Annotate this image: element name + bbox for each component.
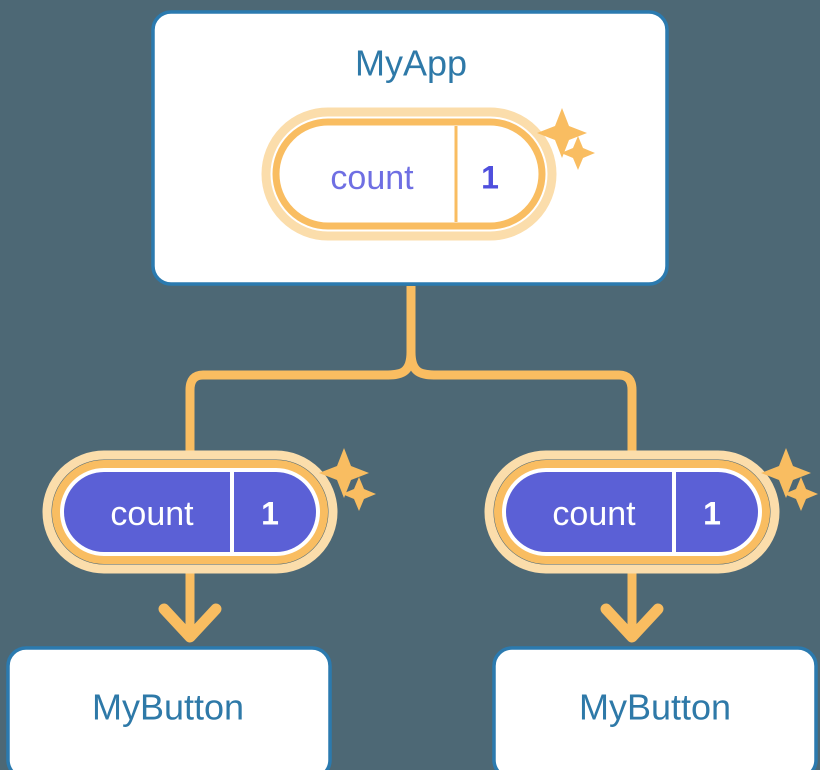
root-pill-glow-ring <box>261 107 557 241</box>
left-pill-fill <box>64 472 316 552</box>
connector-branch-left <box>185 351 416 455</box>
root-pill-value: 1 <box>481 159 499 195</box>
left-state-pill[interactable]: count 1 <box>42 448 376 574</box>
sparkle-small-icon <box>561 136 595 170</box>
root-pill-sparkle-group <box>537 108 595 170</box>
right-pill-label: count <box>552 495 636 533</box>
sparkle-large-icon <box>319 448 369 498</box>
left-pill-label: count <box>110 495 194 533</box>
root-card[interactable]: MyApp count 1 <box>151 10 669 286</box>
right-pill-glow-ring <box>484 450 780 574</box>
right-pill-fill <box>506 472 758 552</box>
right-pill-value: 1 <box>703 495 721 531</box>
arrow-left-pill-to-button <box>158 568 222 643</box>
sparkle-small-icon <box>342 477 376 511</box>
connector-branch-right <box>406 351 637 455</box>
connector-group <box>185 286 637 455</box>
root-pill-label: count <box>330 159 414 197</box>
right-pill-sparkle-group <box>761 448 818 511</box>
left-button-card-title: MyButton <box>92 687 244 728</box>
left-pill-sparkle-group <box>319 448 376 511</box>
left-pill-glow-ring <box>42 450 338 574</box>
left-pill-value: 1 <box>261 495 279 531</box>
left-button-card-surface <box>6 646 332 770</box>
sparkle-small-icon <box>784 477 818 511</box>
right-button-card-title: MyButton <box>579 687 731 728</box>
left-button-card[interactable]: MyButton <box>6 646 332 770</box>
right-state-pill[interactable]: count 1 <box>484 448 818 574</box>
sparkle-large-icon <box>537 108 587 158</box>
root-pill-ring <box>272 118 546 230</box>
arrow-right-pill-to-button <box>600 568 664 643</box>
right-button-card-surface <box>492 646 818 770</box>
root-state-pill[interactable]: count 1 <box>261 107 557 241</box>
sparkle-large-icon <box>761 448 811 498</box>
root-card-title: MyApp <box>355 43 467 84</box>
arrow-group <box>158 568 664 643</box>
right-button-card[interactable]: MyButton <box>492 646 818 770</box>
